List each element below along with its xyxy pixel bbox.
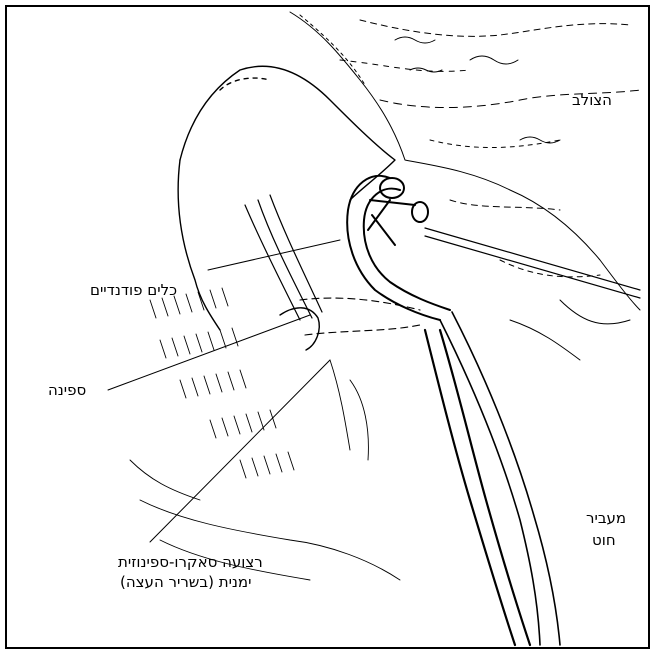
label-passer-line1: מעביר [586,508,626,528]
ligature-carrier-drawing [347,176,450,320]
label-spine: ספינה [48,380,86,400]
label-ligament-line1: רצועה סאקרו-ספינוזית [118,552,263,572]
bone-mass-drawing [178,66,395,330]
label-pudendal-vessels: כלים פודנדיים [90,280,177,300]
pudendal-vessels-drawing [245,195,322,320]
label-ligament-line2: ימנית (בשריר העצה) [120,572,251,592]
sacrum-drawing [290,12,640,360]
suture-thread-drawing [425,228,640,298]
ischial-spine-drawing [280,308,319,350]
label-passer-line2: חוט [592,530,616,550]
thread-strands-drawing [425,330,530,645]
label-sacrum: הצולב [572,90,612,110]
